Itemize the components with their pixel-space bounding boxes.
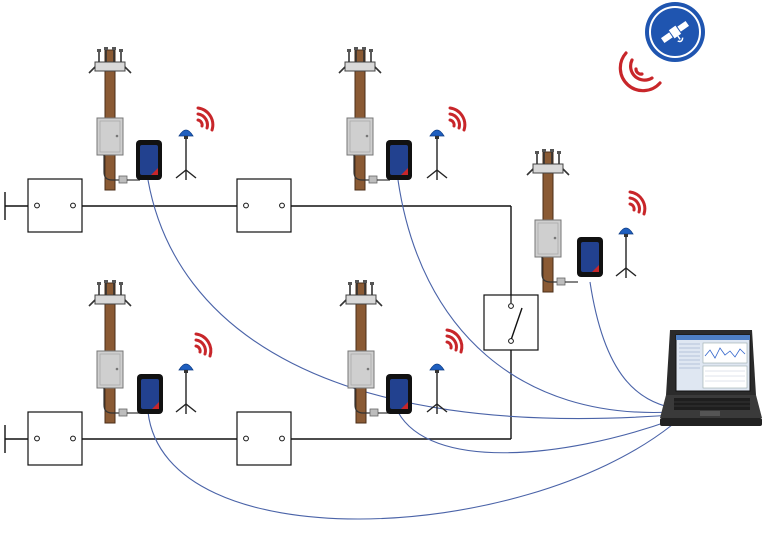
utility-pole-icon <box>526 148 579 293</box>
radio-wave-icon <box>628 190 647 216</box>
breaker-top-middle <box>236 178 292 233</box>
radio-wave-icon <box>196 106 215 132</box>
cable-top-middle <box>397 179 673 414</box>
station-bottom-middle <box>339 279 464 424</box>
signal-cables <box>147 179 673 520</box>
cable-bottom-left <box>147 411 673 520</box>
cable-top-left <box>147 179 673 420</box>
gps-antenna-icon <box>175 363 197 415</box>
laptop-icon <box>660 330 762 426</box>
data-recorder-icon <box>386 374 412 414</box>
gps-antenna-icon <box>615 227 637 279</box>
breaker-bottom-left <box>27 411 83 466</box>
data-recorder-icon <box>137 374 163 414</box>
cable-bottom-middle <box>397 411 673 454</box>
breaker-top-left <box>27 178 83 233</box>
data-recorder-icon <box>136 140 162 180</box>
laptop-screen-content <box>679 343 700 369</box>
station-top-middle <box>338 46 467 191</box>
cable-right <box>589 281 673 409</box>
satellite-uplink <box>618 2 705 93</box>
station-top-left <box>88 46 215 191</box>
station-right <box>526 148 647 293</box>
gps-antenna-icon <box>175 129 197 181</box>
utility-pole-icon <box>339 279 392 424</box>
radio-wave-icon <box>448 106 467 132</box>
utility-pole-icon <box>88 279 141 424</box>
station-bottom-left <box>88 279 213 424</box>
breaker-bottom-middle <box>236 411 292 466</box>
utility-pole-icon <box>88 46 141 191</box>
utility-pole-icon <box>338 46 391 191</box>
disconnect-switch-icon <box>483 294 539 351</box>
radio-wave-icon <box>445 328 464 354</box>
data-recorder-icon <box>386 140 412 180</box>
radio-wave-icon <box>618 51 662 93</box>
radio-wave-icon <box>194 332 213 358</box>
satellite-icon <box>660 20 690 44</box>
data-recorder-icon <box>577 237 603 277</box>
gps-antenna-icon <box>426 129 448 181</box>
